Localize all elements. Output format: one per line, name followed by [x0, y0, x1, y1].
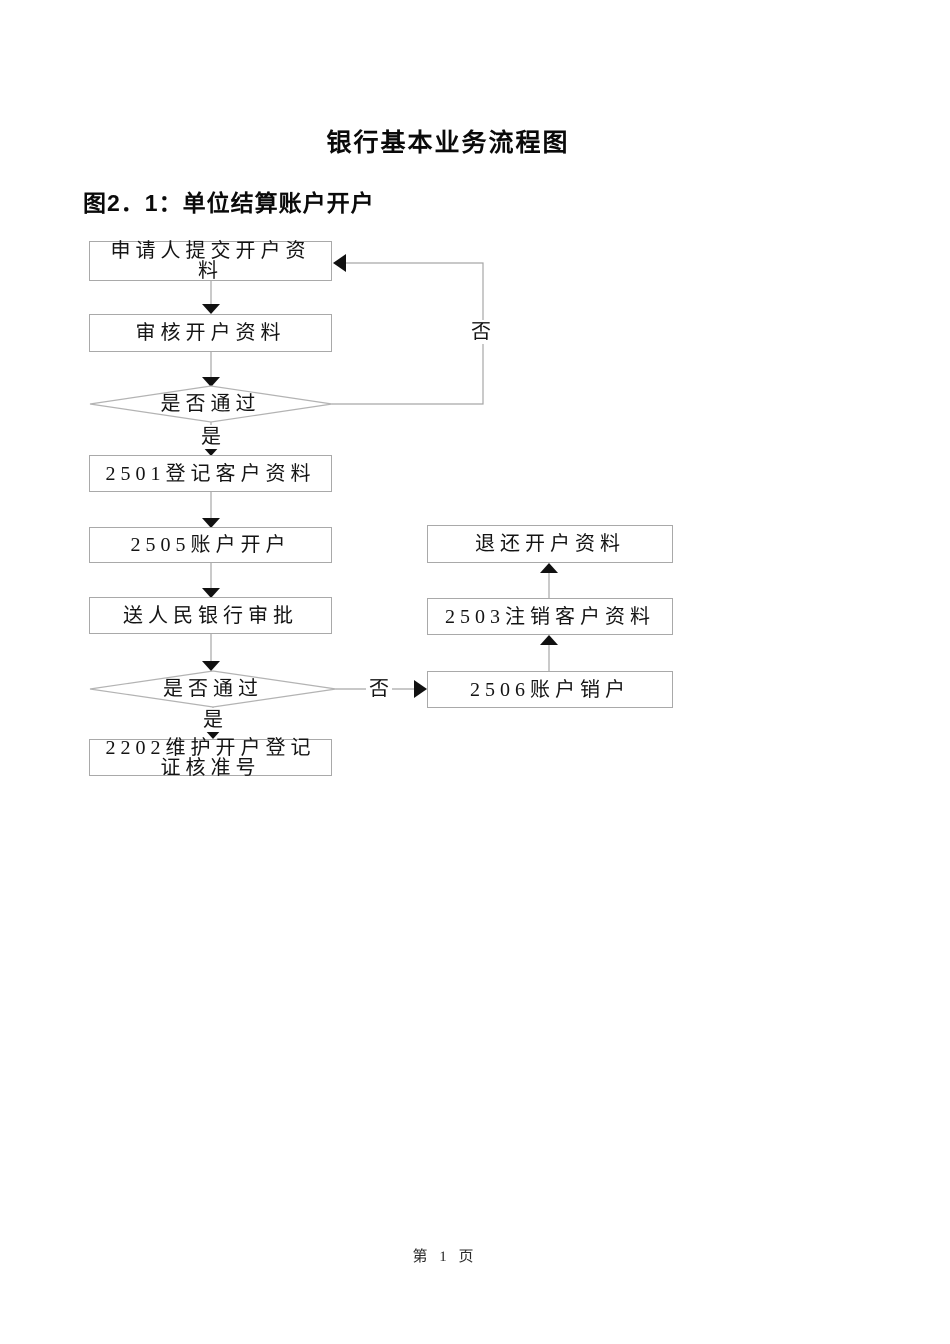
flow-box-2506-close-account: 2506账户销户: [427, 671, 673, 708]
flow-box-send-pboc-approval: 送人民银行审批: [89, 597, 332, 634]
flow-box-2501-register-customer: 2501登记客户资料: [89, 455, 332, 492]
page-number: 第 1 页: [412, 1249, 478, 1265]
branch-label-no-2: 否: [366, 677, 392, 701]
figure-caption: 图2．1：单位结算账户开户: [83, 190, 375, 216]
decision-diamond-shape: [89, 385, 333, 423]
arrowhead-right-icon: [414, 680, 427, 698]
branch-label-no-1: 否: [468, 320, 494, 344]
arrowhead-left-icon: [333, 254, 346, 272]
page-title: 银行基本业务流程图: [326, 129, 570, 157]
branch-label-yes-2: 是: [200, 708, 226, 732]
flow-box-2505-open-account: 2505账户开户: [89, 527, 332, 563]
flow-box-2503-cancel-customer: 2503注销客户资料: [427, 598, 673, 635]
flow-box-return-materials: 退还开户资料: [427, 525, 673, 563]
decision-diamond-shape: [89, 670, 337, 708]
arrowhead-down-icon: [202, 588, 220, 598]
arrowhead-down-icon: [202, 304, 220, 314]
decision-pass-1: 是否通过: [160, 393, 261, 415]
arrowhead-down-icon: [202, 377, 220, 387]
branch-label-yes-1: 是: [198, 425, 224, 449]
flow-box-submit-materials: 申请人提交开户资料: [89, 241, 332, 281]
arrowhead-down-icon: [202, 661, 220, 671]
arrowhead-up-icon: [540, 563, 558, 573]
flow-box-review-materials: 审核开户资料: [89, 314, 332, 352]
decision-pass-2: 是否通过: [163, 678, 263, 700]
flow-box-2202-maintain-approval-number: 2202维护开户登记证核准号: [89, 738, 332, 778]
arrowhead-down-icon: [202, 518, 220, 528]
arrowhead-up-icon: [540, 635, 558, 645]
